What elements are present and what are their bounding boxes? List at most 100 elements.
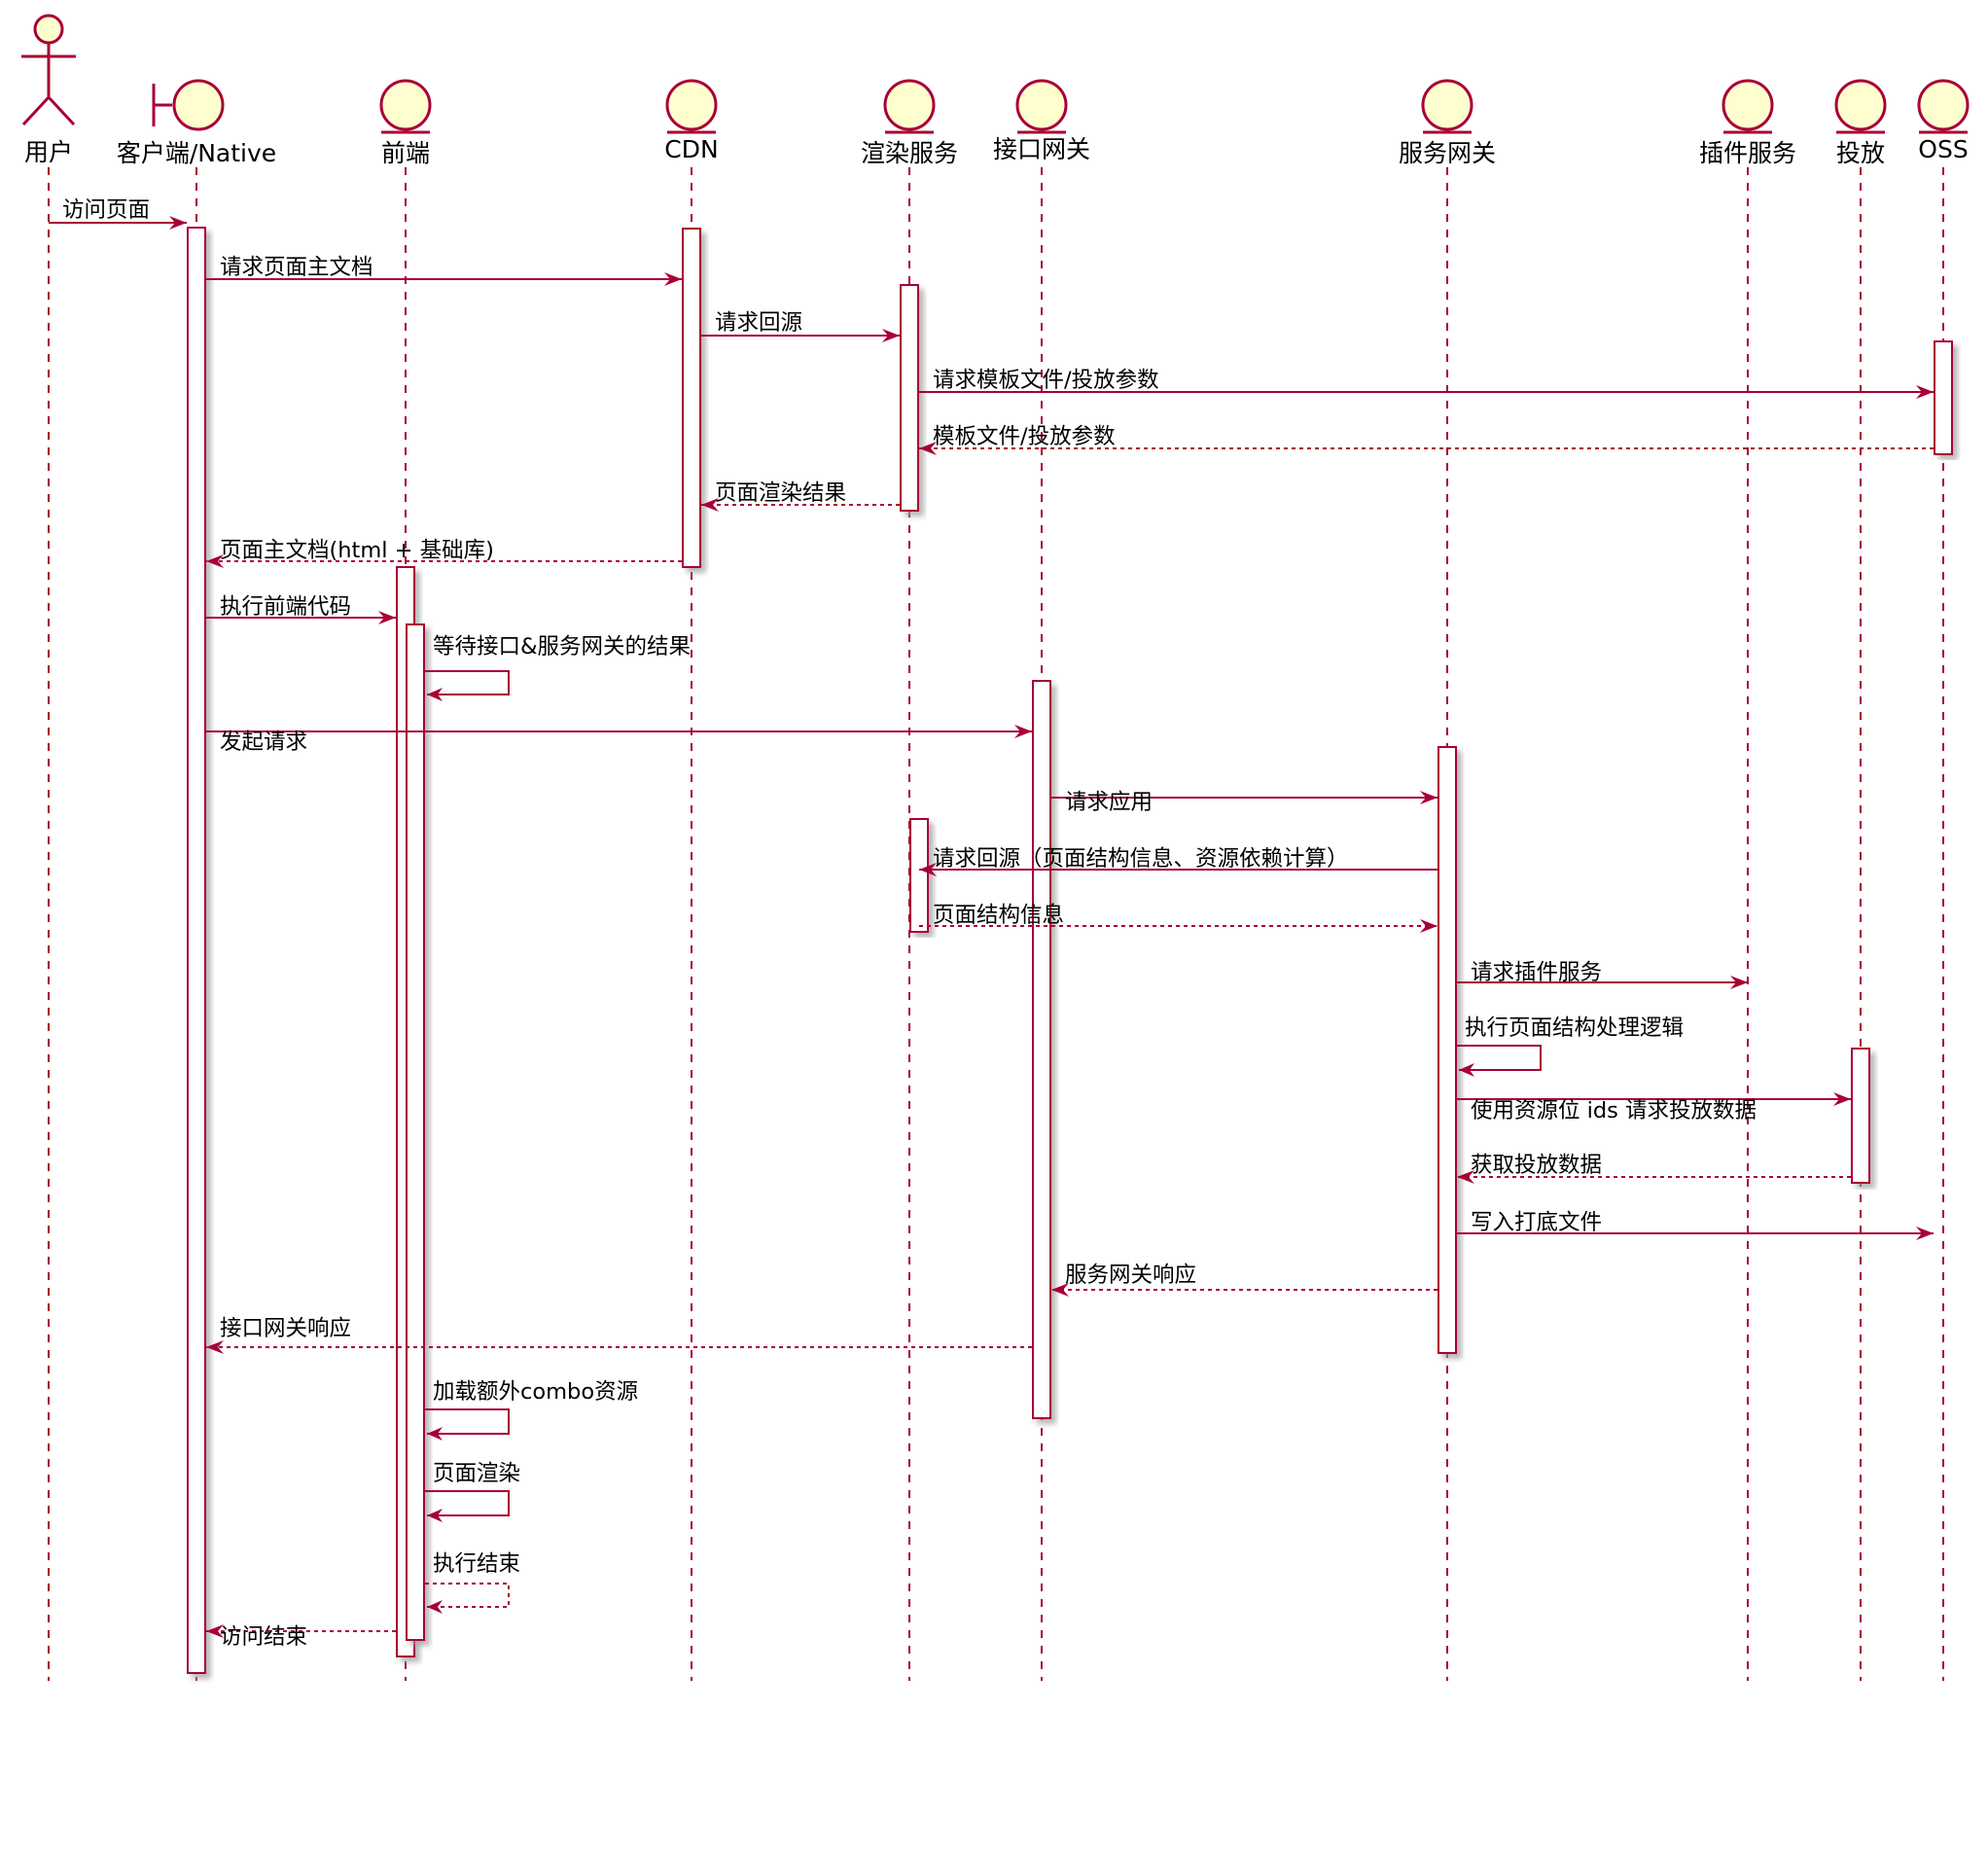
- message-label: 请求插件服务: [1471, 960, 1602, 985]
- participant-plugin: 插件服务: [1699, 79, 1796, 167]
- message-label: 请求应用: [1065, 790, 1153, 815]
- arrowhead: [427, 1509, 443, 1522]
- participant-label: 服务网关: [1399, 139, 1496, 167]
- arrowhead: [206, 554, 224, 568]
- activation-bar-cdn-1: [682, 228, 701, 568]
- message-17: 获取投放数据: [1457, 1153, 1851, 1184]
- activation-bar-client-0: [187, 227, 206, 1674]
- arrowhead: [1420, 791, 1438, 804]
- message-2: 请求页面主文档: [206, 255, 682, 286]
- arrowhead: [1916, 1227, 1934, 1240]
- participant-client: 客户端/Native: [117, 79, 276, 167]
- arrowhead: [206, 1624, 224, 1638]
- entity-icon: [1421, 79, 1473, 131]
- arrowhead: [1420, 919, 1438, 933]
- message-label: 接口网关响应: [220, 1316, 351, 1341]
- message-label: 访问页面: [62, 197, 150, 223]
- entity-icon: [1722, 79, 1774, 131]
- activation-bars: [187, 227, 1953, 1674]
- entity-icon: [1917, 79, 1970, 131]
- activation-bar-frontend-5: [406, 623, 425, 1641]
- message-label: 请求模板文件/投放参数: [933, 368, 1159, 393]
- activation-bar-ads-9: [1851, 1048, 1870, 1184]
- message-7: 页面主文档(html + 基础库): [206, 538, 682, 568]
- message-label: 加载额外combo资源: [433, 1379, 638, 1405]
- activation-bar-api_gw-6: [1032, 680, 1051, 1419]
- participant-label: CDN: [664, 135, 718, 163]
- participant-svc_gw: 服务网关: [1399, 79, 1496, 167]
- message-label: 执行前端代码: [220, 594, 351, 620]
- message-8: 执行前端代码: [206, 594, 396, 624]
- message-16: 使用资源位 ids 请求投放数据: [1457, 1092, 1851, 1123]
- participant-ads: 投放: [1834, 79, 1887, 167]
- participant-api_gw: 接口网关: [993, 79, 1090, 163]
- arrowhead: [919, 863, 937, 876]
- actor-icon: [33, 14, 64, 45]
- message-24: 访问结束: [206, 1624, 396, 1650]
- arrowhead: [1833, 1092, 1851, 1106]
- arrowhead: [882, 329, 900, 342]
- message-14: 请求插件服务: [1457, 960, 1748, 989]
- arrowhead: [1916, 385, 1934, 399]
- arrowhead: [1730, 976, 1748, 989]
- message-label: 请求回源: [715, 310, 802, 336]
- entity-icon: [883, 79, 936, 131]
- message-15: 执行页面结构处理逻辑: [1457, 1015, 1684, 1077]
- message-20: 接口网关响应: [206, 1316, 1032, 1354]
- message-label: 访问结束: [220, 1624, 307, 1650]
- participant-label: 用户: [24, 138, 73, 166]
- participant-label: 渲染服务: [861, 139, 958, 167]
- arrowhead: [701, 498, 719, 512]
- message-6: 页面渲染结果: [701, 481, 900, 512]
- message-label: 发起请求: [220, 730, 307, 755]
- message-1: 访问页面: [49, 197, 187, 230]
- message-19: 服务网关响应: [1051, 1263, 1438, 1297]
- arrowhead: [1457, 1170, 1474, 1184]
- message-23: 执行结束: [425, 1551, 520, 1614]
- message-label: 使用资源位 ids 请求投放数据: [1471, 1098, 1757, 1123]
- activation-bar-render-8: [909, 818, 929, 933]
- message-4: 请求模板文件/投放参数: [919, 368, 1934, 399]
- message-22: 页面渲染: [425, 1461, 520, 1522]
- arrowhead: [1051, 1283, 1069, 1297]
- message-13: 页面结构信息: [919, 903, 1438, 933]
- message-11: 请求应用: [1051, 790, 1438, 815]
- participant-label: 接口网关: [993, 135, 1090, 163]
- message-label: 模板文件/投放参数: [933, 424, 1116, 449]
- message-21: 加载额外combo资源: [425, 1379, 638, 1441]
- message-18: 写入打底文件: [1457, 1210, 1934, 1240]
- participant-oss: OSS: [1917, 79, 1970, 163]
- entity-icon: [665, 79, 718, 131]
- arrowhead: [427, 1427, 443, 1441]
- arrowhead: [1014, 725, 1032, 738]
- entity-icon: [1015, 79, 1068, 131]
- message-label: 请求回源（页面结构信息、资源依赖计算）: [933, 846, 1349, 872]
- messages: 访问页面请求页面主文档请求回源请求模板文件/投放参数模板文件/投放参数页面渲染结…: [49, 197, 1934, 1650]
- message-label: 执行页面结构处理逻辑: [1465, 1015, 1684, 1041]
- message-10: 发起请求: [206, 725, 1032, 755]
- participant-cdn: CDN: [664, 79, 719, 163]
- arrowhead: [206, 1340, 224, 1354]
- participant-render: 渲染服务: [861, 79, 958, 167]
- message-3: 请求回源: [701, 310, 900, 342]
- arrowhead: [427, 1600, 443, 1614]
- message-12: 请求回源（页面结构信息、资源依赖计算）: [919, 846, 1438, 876]
- activation-bar-render-2: [900, 284, 919, 512]
- message-label: 获取投放数据: [1471, 1153, 1602, 1178]
- message-5: 模板文件/投放参数: [919, 424, 1934, 455]
- message-label: 页面主文档(html + 基础库): [220, 538, 494, 563]
- message-label: 请求页面主文档: [220, 255, 373, 280]
- message-label: 页面渲染: [433, 1461, 520, 1486]
- message-label: 服务网关响应: [1065, 1263, 1196, 1288]
- arrowhead: [664, 272, 682, 286]
- arrowhead: [427, 688, 443, 701]
- entity-icon: [379, 79, 432, 131]
- arrowhead: [378, 611, 396, 624]
- activation-bar-oss-3: [1934, 340, 1953, 455]
- arrowhead: [1459, 1063, 1474, 1077]
- participant-user: 用户: [21, 14, 76, 166]
- arrowhead: [169, 216, 187, 230]
- entity-icon: [1834, 79, 1887, 131]
- message-label: 执行结束: [433, 1551, 520, 1577]
